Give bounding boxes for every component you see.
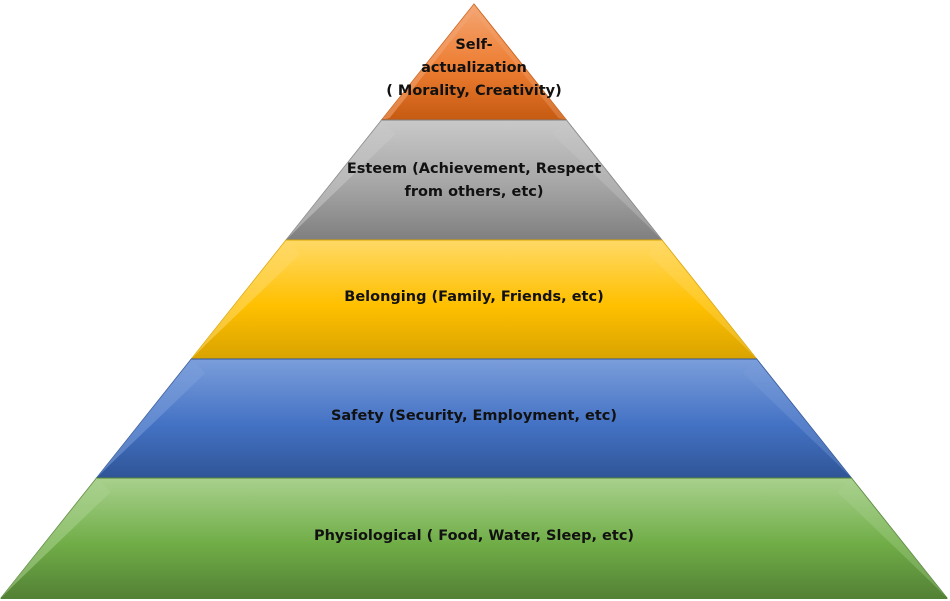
tier-belonging <box>190 239 758 360</box>
tier-bevel-right <box>837 478 947 598</box>
tier-bevel-left <box>286 120 396 240</box>
tier-label-line: Self- <box>455 37 493 53</box>
tier-label-safety: Safety (Security, Employment, etc) <box>224 405 724 428</box>
tier-label-self-actualization: Self-actualization ( Morality, Creativity… <box>364 34 584 104</box>
tier-label-physiological: Physiological ( Food, Water, Sleep, etc) <box>224 525 724 548</box>
tier-bevel-left <box>381 4 474 120</box>
tier-label-line: actualization <box>421 60 527 77</box>
tier-bevel-left <box>96 359 206 478</box>
tier-label-line: Physiological ( Food, Water, Sleep, etc) <box>313 527 635 544</box>
tier-label-esteem: Esteem (Achievement, Respect from others,… <box>324 158 624 204</box>
tier-bevel-right <box>647 240 757 359</box>
tier-label-belonging: Belonging (Family, Friends, etc) <box>224 286 724 309</box>
tier-label-line: ( Morality, Creativity) <box>386 83 562 100</box>
tier-bevel-right <box>474 4 567 120</box>
tier-bevel-left <box>1 478 111 598</box>
tier-physiological <box>0 477 949 599</box>
tier-label-line: Belonging (Family, Friends, etc) <box>344 289 604 305</box>
tier-label-line: from others, etc) <box>404 184 544 201</box>
tier-bevel-right <box>742 359 852 478</box>
tier-label-line: Esteem (Achievement, Respect <box>346 161 602 177</box>
tier-bevel-left <box>191 240 301 359</box>
tier-label-line: Safety (Security, Employment, etc) <box>330 408 618 424</box>
tier-bevel-right <box>552 120 662 240</box>
